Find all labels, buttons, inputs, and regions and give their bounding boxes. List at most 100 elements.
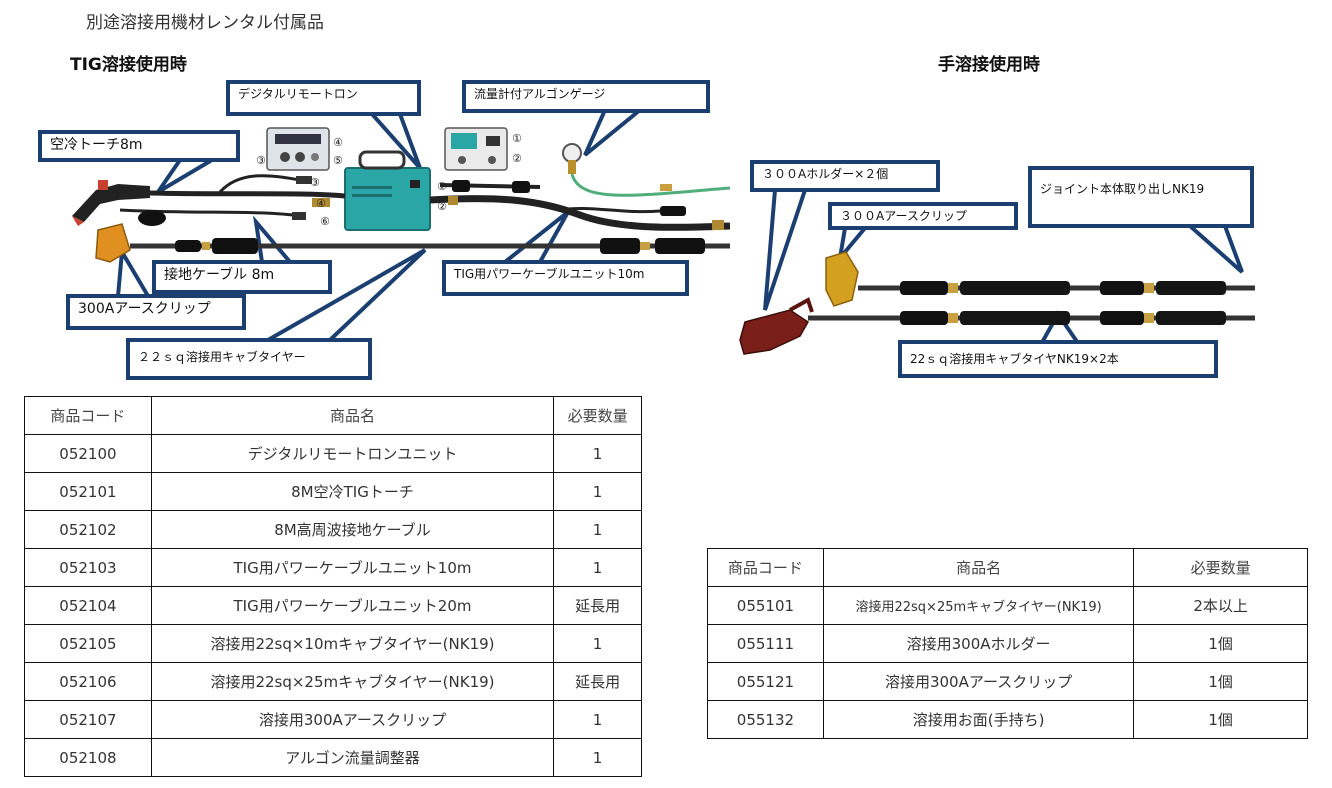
pointer-earth-clip: [115, 245, 152, 298]
cell-name: アルゴン流量調整器: [150, 738, 555, 777]
callout-power-cable-unit: TIG用パワーケーブルユニット10m: [442, 260, 689, 296]
marker-1-box: ①: [512, 132, 522, 145]
cell-qty: 1個: [1133, 624, 1308, 663]
digital-remote-unit: [344, 167, 431, 231]
header-name: 商品名: [150, 396, 555, 435]
pointer-ground-cable: [252, 215, 295, 264]
cell-code: 052107: [24, 700, 152, 739]
cell-code: 052105: [24, 624, 152, 663]
cell-code: 052103: [24, 548, 152, 587]
callout-manual-earth-clip: ３００Aアースクリップ: [828, 202, 1018, 230]
cell-qty: 1: [553, 738, 642, 777]
tig-earth-clip: [95, 223, 131, 263]
cell-code: 052104: [24, 586, 152, 625]
electrode-holder: [739, 309, 809, 355]
cell-name: 溶接用22sq×25mキャブタイヤー(NK19): [822, 586, 1135, 625]
pointer-holder: [763, 188, 808, 311]
marker-3-panel: ③: [256, 154, 266, 167]
pointer-joint: [1184, 224, 1244, 274]
cell-code: 055101: [707, 586, 824, 625]
manual-section-title: 手溶接使用時: [938, 55, 1040, 75]
cell-qty: 1: [553, 510, 642, 549]
marker-2-unit: ②: [437, 200, 447, 213]
cell-name: 8M高周波接地ケーブル: [150, 510, 555, 549]
flowmeter-gauge: [562, 143, 582, 163]
cell-name: TIG用パワーケーブルユニット10m: [150, 548, 555, 587]
header-code: 商品コード: [707, 548, 824, 587]
cell-name: 8M空冷TIGトーチ: [150, 472, 555, 511]
marker-2-box: ②: [512, 152, 522, 165]
header-name: 商品名: [822, 548, 1135, 587]
cell-name: 溶接用300Aアースクリップ: [150, 700, 555, 739]
callout-holder: ３００Aホルダー×２個: [750, 160, 940, 192]
cell-name: 溶接用22sq×25mキャブタイヤー(NK19): [150, 662, 555, 701]
cell-qty: 1: [553, 548, 642, 587]
cell-code: 052108: [24, 738, 152, 777]
table-header-row: 商品コード 商品名 必要数量: [24, 396, 642, 435]
cell-code: 052106: [24, 662, 152, 701]
tig-section-title: TIG溶接使用時: [70, 55, 187, 75]
marker-3-cable: ③: [310, 176, 320, 189]
cell-name: TIG用パワーケーブルユニット20m: [150, 586, 555, 625]
cell-code: 055121: [707, 662, 824, 701]
cell-code: 052101: [24, 472, 152, 511]
callout-earth-clip: 300Aアースクリップ: [66, 294, 246, 330]
marker-5-panel: ⑤: [333, 154, 343, 167]
table-header-row: 商品コード 商品名 必要数量: [707, 548, 1308, 587]
cell-qty: 1個: [1133, 700, 1308, 739]
cell-qty: 2本以上: [1133, 586, 1308, 625]
page-title: 別途溶接用機材レンタル付属品: [86, 13, 324, 33]
callout-joint: ジョイント本体取り出しNK19: [1028, 166, 1254, 228]
power-cable-unit: [429, 195, 731, 231]
cell-qty: 延長用: [553, 662, 642, 701]
marker-4-cable: ④: [316, 197, 326, 210]
tig-torch: [72, 184, 150, 222]
pointer-digital-remote: [367, 112, 422, 170]
cell-code: 055111: [707, 624, 824, 663]
header-qty: 必要数量: [553, 396, 642, 435]
callout-digital-remote: デジタルリモートロン: [226, 80, 421, 116]
marker-1-unit: ①: [437, 180, 447, 193]
manual-earth-clip: [825, 251, 859, 307]
cell-qty: 1: [553, 472, 642, 511]
cell-code: 055132: [707, 700, 824, 739]
cell-qty: 1: [553, 700, 642, 739]
cell-name: 溶接用300Aホルダー: [822, 624, 1135, 663]
cell-name: 溶接用お面(手持ち): [822, 700, 1135, 739]
cell-name: 溶接用300Aアースクリップ: [822, 662, 1135, 701]
pointer-air-torch: [156, 158, 220, 194]
header-qty: 必要数量: [1133, 548, 1308, 587]
marker-6-cable: ⑥: [320, 215, 330, 228]
cell-code: 052102: [24, 510, 152, 549]
cell-name: 溶接用22sq×10mキャブタイヤー(NK19): [150, 624, 555, 663]
cell-name: デジタルリモートロンユニット: [150, 434, 555, 473]
cell-qty: 1個: [1133, 662, 1308, 701]
callout-air-torch: 空冷トーチ8m: [38, 130, 240, 162]
cell-qty: 1: [553, 624, 642, 663]
argon-hose: [570, 173, 731, 197]
header-code: 商品コード: [24, 396, 152, 435]
pointer-power-cable: [499, 210, 570, 264]
cell-qty: 1: [553, 434, 642, 473]
callout-ground-cable: 接地ケーブル 8m: [152, 260, 332, 294]
cell-qty: 延長用: [553, 586, 642, 625]
callout-flowmeter-gauge: 流量計付アルゴンゲージ: [462, 80, 710, 113]
pointer-flowmeter: [583, 108, 646, 157]
cell-code: 052100: [24, 434, 152, 473]
callout-cabtire: ２２ｓｑ溶接用キャブタイヤー: [126, 338, 372, 380]
